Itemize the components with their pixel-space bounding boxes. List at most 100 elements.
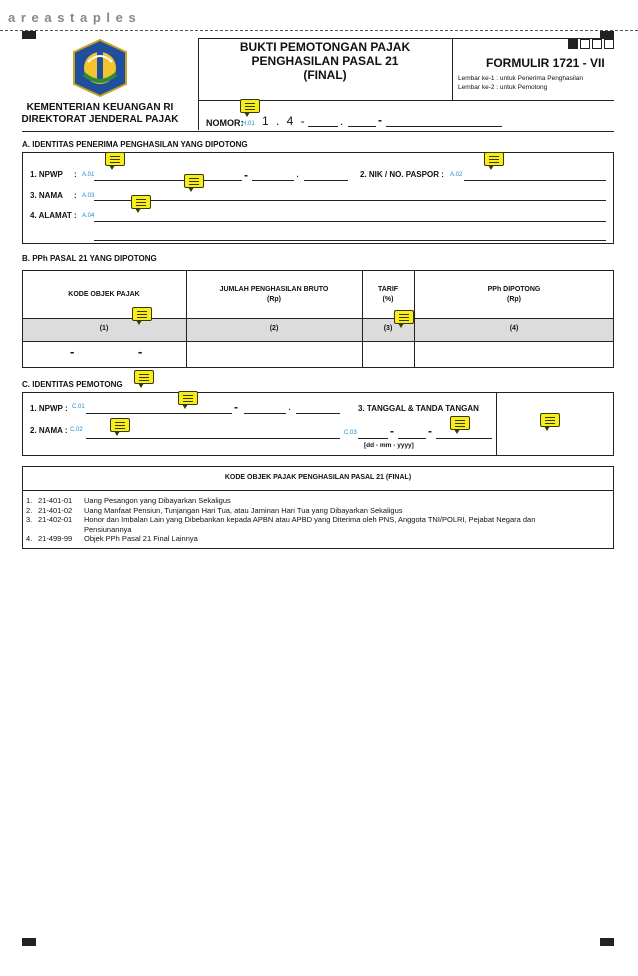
b-col2-header: JUMLAH PENGHASILAN BRUTO xyxy=(219,286,329,293)
b-tarif-field[interactable] xyxy=(364,342,413,367)
kode-item-no: 3. xyxy=(26,515,33,524)
a-alamat-field-2[interactable] xyxy=(94,240,606,241)
directorate-name: DIREKTORAT JENDERAL PAJAK xyxy=(21,114,179,125)
kode-table-title: KODE OBJEK PAJAK PENGHASILAN PASAL 21 (F… xyxy=(224,474,412,481)
ministry-logo-icon xyxy=(70,38,130,98)
registration-mark-bottom-right xyxy=(600,938,614,946)
c-ttd-code: C.03 xyxy=(344,430,357,436)
kode-item-desc: Objek PPh Pasal 21 Final Lainnya xyxy=(84,534,198,543)
a-npwp-code: A.01 xyxy=(82,172,95,178)
c-ttd-label: 3. TANGGAL & TANDA TANGAN xyxy=(358,404,479,413)
c-date-year[interactable] xyxy=(436,438,492,439)
c-npwp-dash: - xyxy=(234,400,238,414)
section-a-title: A. IDENTITAS PENERIMA PENGHASILAN YANG D… xyxy=(22,140,248,149)
a-alamat-field-1[interactable] xyxy=(94,221,606,222)
b-col2-number: (2) xyxy=(269,325,279,332)
lembar-1-text: Lembar ke-1 : untuk Penerima Penghasilan xyxy=(458,75,584,82)
c-npwp-field-1[interactable] xyxy=(86,413,232,414)
c-signature-box[interactable] xyxy=(496,392,614,456)
kode-item-no: 4. xyxy=(26,534,33,543)
a-nama-code: A.03 xyxy=(82,193,95,199)
c-npwp-code: C.01 xyxy=(72,404,85,410)
nomor-field-3[interactable] xyxy=(386,126,502,127)
kode-item-code: 21-402-01 xyxy=(38,515,73,524)
kode-item-code: 21-401-02 xyxy=(38,505,73,515)
nomor-field-2[interactable] xyxy=(348,126,376,127)
a-nama-field[interactable] xyxy=(94,200,606,201)
section-a-box xyxy=(22,152,614,244)
header-divider-right xyxy=(452,38,453,100)
comment-note-icon[interactable] xyxy=(134,370,154,388)
c-date-dash-2: - xyxy=(428,424,432,438)
comment-note-icon[interactable] xyxy=(484,152,504,170)
header-bottom-line xyxy=(22,131,614,132)
b-col4-number: (4) xyxy=(509,325,519,332)
a-nama-colon: : xyxy=(74,191,77,200)
a-npwp-field-1[interactable] xyxy=(94,180,242,181)
c-nama-field[interactable] xyxy=(86,438,340,439)
comment-note-icon[interactable] xyxy=(184,174,204,192)
nomor-field-1[interactable] xyxy=(308,126,338,127)
c-npwp-field-2[interactable] xyxy=(244,413,286,414)
nomor-label: NOMOR: xyxy=(206,118,244,128)
a-npwp-field-2[interactable] xyxy=(252,180,294,181)
comment-note-icon[interactable] xyxy=(450,416,470,434)
comment-note-icon[interactable] xyxy=(178,391,198,409)
header-mid-line xyxy=(198,100,614,101)
formulir-label: FORMULIR 1721 - VII xyxy=(486,56,605,70)
form-title: BUKTI PEMOTONGAN PAJAK PENGHASILAN PASAL… xyxy=(200,40,450,82)
kode-item: 1. 21-401-01 Uang Pesangon yang Dibayark… xyxy=(26,496,606,506)
staples-label: a r e a s t a p l e s xyxy=(8,10,137,25)
kode-item-desc: Uang Manfaat Pensiun, Tunjangan Hari Tua… xyxy=(84,505,403,515)
kode-table-list: 1. 21-401-01 Uang Pesangon yang Dibayark… xyxy=(26,496,606,544)
kode-item-code: 21-499-99 xyxy=(38,534,73,543)
title-line-1: BUKTI PEMOTONGAN PAJAK xyxy=(239,40,411,54)
comment-note-icon[interactable] xyxy=(240,99,260,117)
b-bruto-field[interactable] xyxy=(188,342,361,367)
comment-note-icon[interactable] xyxy=(110,418,130,436)
section-b-number-row xyxy=(23,318,613,342)
nomor-prefix: 1 . 4 - xyxy=(262,114,307,128)
kode-table-header-line xyxy=(22,490,614,491)
section-c-title: C. IDENTITAS PEMOTONG xyxy=(22,380,123,389)
c-date-month[interactable] xyxy=(398,438,426,439)
kode-item-desc-cont: Pensiunannya xyxy=(84,524,132,534)
ministry-name: KEMENTERIAN KEUANGAN RI xyxy=(26,102,174,113)
c-date-format: [dd - mm - yyyy] xyxy=(364,442,414,449)
comment-note-icon[interactable] xyxy=(394,310,414,328)
b-kode-dash-1: - xyxy=(70,344,75,359)
a-nik-field[interactable] xyxy=(464,180,606,181)
b-pph-field[interactable] xyxy=(416,342,613,367)
b-col2-unit: (Rp) xyxy=(267,296,281,303)
a-npwp-dot: . xyxy=(296,168,300,180)
kode-item-desc: Uang Pesangon yang Dibayarkan Sekaligus xyxy=(84,496,231,505)
a-nik-code: A.02 xyxy=(450,172,463,178)
kode-item: 3. 21-402-01 Honor dan Imbalan Lain yang… xyxy=(26,515,606,534)
title-line-2: PENGHASILAN PASAL 21 xyxy=(251,54,399,68)
kode-item-no: 1. xyxy=(26,496,33,505)
c-date-dash-1: - xyxy=(390,424,394,438)
b-col1-header: KODE OBJEK PAJAK xyxy=(68,291,140,298)
b-col-divider-2 xyxy=(362,270,363,368)
b-col3-unit: (%) xyxy=(382,296,394,303)
nomor-dot: . xyxy=(340,114,344,128)
a-alamat-code: A.04 xyxy=(82,213,95,219)
b-col-divider-3 xyxy=(414,270,415,368)
a-npwp-field-3[interactable] xyxy=(304,180,348,181)
comment-note-icon[interactable] xyxy=(105,152,125,170)
comment-note-icon[interactable] xyxy=(131,195,151,213)
comment-note-icon[interactable] xyxy=(540,413,560,431)
b-kode-dash-2: - xyxy=(138,344,143,359)
a-nama-label: 3. NAMA xyxy=(30,191,63,200)
header-top-line xyxy=(198,38,614,39)
c-date-day[interactable] xyxy=(358,438,388,439)
registration-mark-top-right xyxy=(600,31,614,39)
section-b-title: B. PPh PASAL 21 YANG DIPOTONG xyxy=(22,254,157,263)
c-nama-label: 2. NAMA : xyxy=(30,426,68,435)
kode-item: 2. 21-401-02 Uang Manfaat Pensiun, Tunja… xyxy=(26,506,606,516)
c-npwp-field-3[interactable] xyxy=(296,413,340,414)
c-nama-code: C.02 xyxy=(70,427,83,433)
b-col3-header: TARIF xyxy=(377,286,399,293)
kode-item-code: 21-401-01 xyxy=(38,496,73,505)
comment-note-icon[interactable] xyxy=(132,307,152,325)
